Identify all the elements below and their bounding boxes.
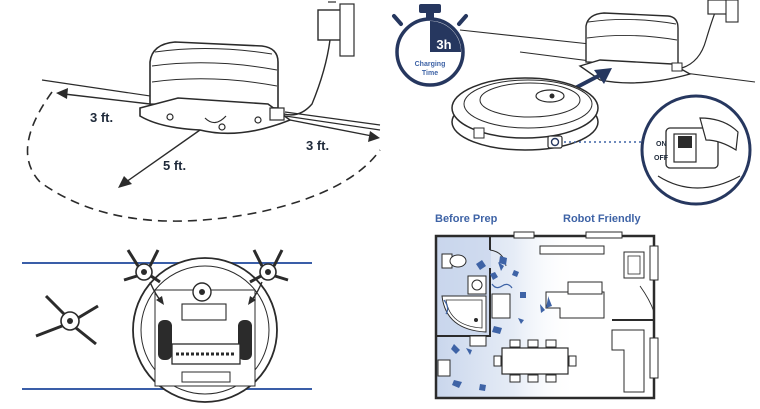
timer-value: 3h: [436, 37, 451, 52]
switch-on-label: ON: [656, 141, 667, 148]
side-brush-loose: [35, 294, 99, 346]
stove-icon: [437, 359, 451, 377]
dining-table-icon: [493, 339, 577, 383]
loose-cord: [443, 299, 449, 315]
right-distance-label: 3 ft.: [306, 138, 329, 153]
right-distance-arrow: [289, 119, 380, 142]
robot-friendly-label: Robot Friendly: [563, 213, 641, 225]
toilet-icon: [441, 253, 467, 269]
house-outline: [434, 234, 656, 400]
timer-caption-1: Charging: [415, 61, 446, 68]
window: [649, 337, 659, 379]
robot-underside: [132, 257, 278, 403]
robot-underside-panel: [22, 249, 312, 403]
window: [649, 245, 659, 281]
floor-clutter: [451, 256, 552, 391]
window: [513, 231, 535, 239]
wall-outlet: [317, 1, 355, 57]
docking-station: [139, 41, 292, 135]
kitchen-counter: [469, 335, 487, 347]
left-distance-label: 3 ft.: [90, 110, 113, 125]
tv-stand: [539, 245, 605, 255]
front-distance-arrow: [118, 129, 201, 188]
sofa-icon: [545, 281, 605, 319]
charging-timer-icon: 3h Charging Time: [392, 4, 468, 87]
switch-off-label: OFF: [654, 155, 669, 162]
loose-cord: [491, 283, 513, 289]
before-prep-label: Before Prep: [435, 213, 498, 225]
charging-panel: 3h Charging Time: [392, 0, 756, 206]
floorplan-panel: Before Prep Robot Friendly: [434, 213, 659, 400]
side-chair-icon: [491, 293, 511, 319]
corner-sofa-icon: [611, 329, 645, 393]
side-brush-left: [123, 249, 164, 305]
door-swing: [639, 285, 655, 313]
side-brush-right: [248, 249, 289, 305]
wall-line: [284, 111, 381, 126]
power-switch-zoom: ON OFF: [640, 94, 752, 206]
docking-station: [578, 12, 692, 84]
left-distance-arrow: [56, 88, 151, 105]
wall-outlet: [707, 0, 739, 23]
timer-caption-2: Time: [422, 70, 438, 77]
robot-vacuum: [451, 77, 599, 151]
wall-line: [459, 29, 591, 45]
armchair-icon: [623, 251, 645, 279]
clearance-arc: [26, 91, 381, 222]
power-cord: [681, 9, 717, 69]
distance-panel: 3 ft. 3 ft. 5 ft.: [26, 1, 381, 222]
window: [585, 231, 623, 239]
bathroom-wall: [436, 236, 491, 337]
front-distance-label: 5 ft.: [163, 158, 186, 173]
sink-icon: [467, 275, 487, 295]
power-cord: [283, 39, 331, 116]
